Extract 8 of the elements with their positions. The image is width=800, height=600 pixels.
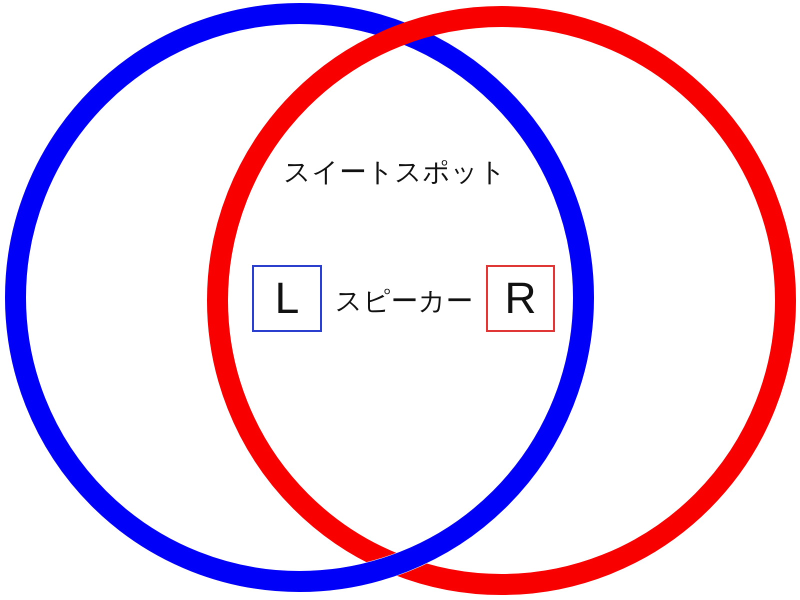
channel-letter: L [274, 276, 300, 320]
channel-letter: R [504, 276, 536, 320]
circle-outline [4, 2, 594, 592]
sweet-spot-label: スイートスポット [284, 158, 506, 188]
circle-outline [206, 6, 796, 594]
speaker-box [486, 265, 555, 332]
speaker-label: スピーカー [335, 287, 473, 317]
speaker-box [252, 265, 322, 332]
